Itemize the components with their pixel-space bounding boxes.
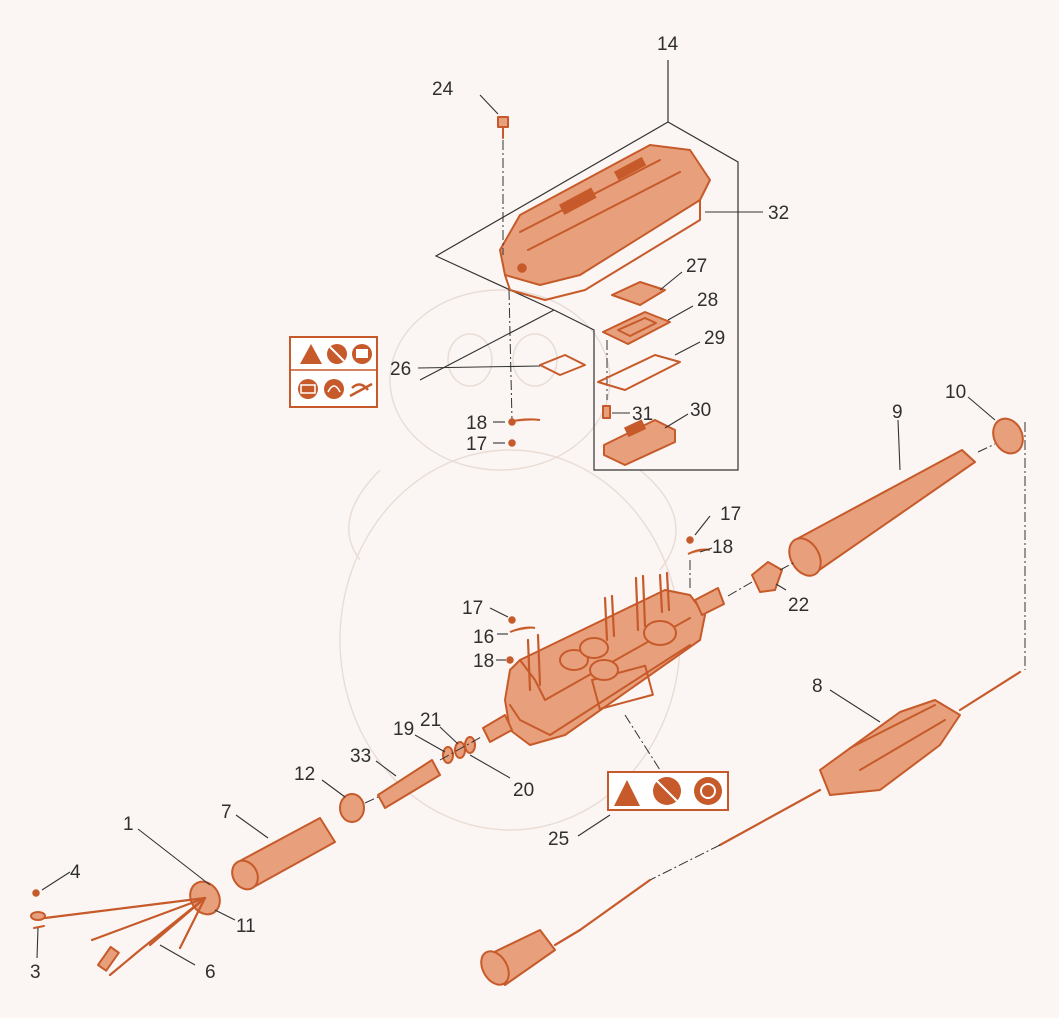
label-27: 27 [686,256,707,277]
label-32: 32 [768,203,789,224]
label-11: 11 [236,916,256,937]
wire-clip-upper [508,418,541,447]
main-housing [482,571,725,746]
label-24: 24 [432,79,454,100]
label-25: 25 [548,829,569,850]
label-18-right: 18 [712,537,733,558]
no-water-icon [327,344,347,364]
label-1: 1 [123,814,134,835]
label-33: 33 [350,746,371,767]
screw-31 [602,405,611,419]
label-26: 26 [390,359,411,380]
label-6: 6 [205,962,216,983]
label-14: 14 [657,34,679,55]
sleeve-33 [364,759,441,809]
screw-24 [497,116,513,421]
switch-30 [603,419,676,466]
label-17-mid: 17 [462,598,483,619]
label-21: 21 [420,710,441,731]
label-16: 16 [473,627,494,648]
label-28: 28 [697,290,718,311]
label-4: 4 [70,862,81,883]
plug-connector [480,928,582,986]
ring-12 [339,793,365,823]
warning-label-25 [607,771,729,811]
ring-set-19-21 [439,735,484,764]
label-18-upper: 18 [466,413,487,434]
warning-label-26 [289,336,378,408]
part-labels: 14 24 32 27 28 29 26 31 30 18 17 9 10 17… [30,34,966,983]
frame-28 [602,311,671,400]
vibrator-probe-8 [578,670,1022,932]
gasket-29 [597,354,681,391]
cover-part [499,144,711,301]
label-20: 20 [513,780,534,801]
label-17-upper: 17 [466,434,487,455]
gland-22 [727,561,783,597]
label-29: 29 [704,328,725,349]
label-31: 31 [632,404,653,425]
connection-icon [298,379,318,399]
sleeve-9 [779,449,976,577]
ring-10 [977,417,1026,670]
hearing-protection-icon [324,379,344,399]
label-piece-26 [539,354,586,376]
manual-icon [352,344,372,364]
label-12: 12 [294,764,315,785]
electric-warning-icon [300,344,322,364]
seal-27 [611,281,666,306]
label-22: 22 [788,595,809,616]
label-9: 9 [892,402,903,423]
label-10: 10 [945,382,966,403]
cable-bundle [30,880,221,977]
leader-lines [36,94,996,966]
tube-7 [231,817,336,891]
cable-icon [349,382,373,398]
label-7: 7 [221,802,232,823]
label-30: 30 [690,400,711,421]
label-17-right: 17 [720,504,741,525]
label-8: 8 [812,676,823,697]
label-19: 19 [393,719,414,740]
label-3: 3 [30,962,41,983]
label-18-mid: 18 [473,651,494,672]
